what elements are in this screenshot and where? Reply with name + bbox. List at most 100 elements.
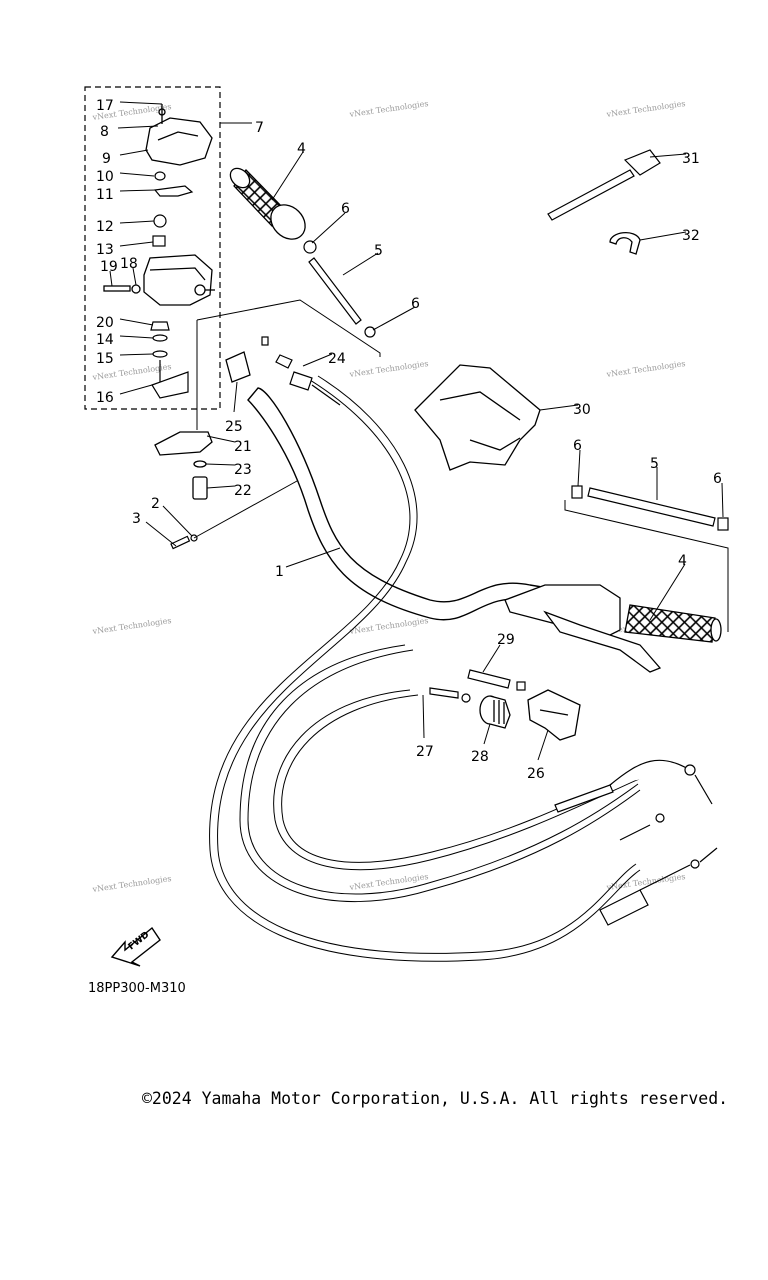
adjuster-knob xyxy=(479,695,511,729)
callout-leader xyxy=(132,267,137,286)
handlebar-cover xyxy=(414,364,541,471)
cable-clip xyxy=(609,232,641,255)
cable-boot xyxy=(225,351,251,383)
throttle-holder xyxy=(154,431,213,500)
callout-group: 1234455666678910111213141516171819202122… xyxy=(96,98,724,782)
watermark-text: vNext Technologies xyxy=(348,872,429,892)
callout-7: 7 xyxy=(255,120,264,136)
callout-leader xyxy=(342,252,379,276)
bracket-right xyxy=(564,500,729,632)
callout-leader xyxy=(372,306,416,331)
callout-18: 18 xyxy=(120,256,138,272)
watermark-text: vNext Technologies xyxy=(605,99,686,119)
callout-leader xyxy=(539,404,579,411)
callout-leader xyxy=(285,547,341,568)
right-bushing-left xyxy=(571,485,583,499)
callout-10: 10 xyxy=(96,169,114,185)
right-lever-assembly xyxy=(504,584,722,673)
callout-leader xyxy=(233,381,238,413)
cable-loops xyxy=(209,375,661,962)
throttle-small-parts xyxy=(152,171,194,247)
callout-11: 11 xyxy=(96,187,114,203)
callout-4: 4 xyxy=(297,141,306,157)
callout-leader xyxy=(162,505,193,537)
drawing-code: 18PP300-M310 xyxy=(88,981,186,996)
watermark-text: vNext Technologies xyxy=(348,359,429,379)
callout-leader xyxy=(119,353,154,356)
callout-leader xyxy=(649,153,687,158)
callout-30: 30 xyxy=(573,402,591,418)
callout-leader xyxy=(577,449,581,487)
callout-12: 12 xyxy=(96,219,114,235)
left-bushing-2 xyxy=(364,326,376,338)
callout-22: 22 xyxy=(234,483,252,499)
bracket-lines xyxy=(196,299,381,430)
throttle-lower-parts xyxy=(150,321,189,399)
callout-leader xyxy=(119,149,149,156)
throttle-assembly-box xyxy=(84,86,221,410)
cable-tie xyxy=(547,149,661,221)
callout-leader xyxy=(206,435,236,443)
callout-5: 5 xyxy=(650,456,659,472)
callout-leader xyxy=(483,723,491,745)
callout-1: 1 xyxy=(275,564,284,580)
watermark-text: vNext Technologies xyxy=(605,359,686,379)
cable-small-ends xyxy=(261,336,526,703)
callout-17: 17 xyxy=(96,98,114,114)
callout-leader xyxy=(311,212,346,244)
callout-leader xyxy=(482,644,501,673)
callout-21: 21 xyxy=(234,439,252,455)
callout-6: 6 xyxy=(713,471,722,487)
left-grip xyxy=(229,167,306,240)
callout-6: 6 xyxy=(573,438,582,454)
callout-leader xyxy=(206,485,236,489)
callout-leader xyxy=(537,729,549,761)
callout-leader xyxy=(119,318,154,326)
callout-24: 24 xyxy=(328,351,346,367)
callout-9: 9 xyxy=(102,151,111,167)
callout-29: 29 xyxy=(497,632,515,648)
callout-leader xyxy=(422,694,425,739)
callout-23: 23 xyxy=(234,462,252,478)
lever-cover xyxy=(527,689,581,741)
callout-25: 25 xyxy=(225,419,243,435)
callout-leader xyxy=(117,125,159,129)
callout-leader xyxy=(119,335,154,339)
callout-2: 2 xyxy=(151,496,160,512)
callout-20: 20 xyxy=(96,315,114,331)
callout-leader xyxy=(271,151,304,201)
callout-4: 4 xyxy=(678,553,687,569)
callout-leader xyxy=(109,270,113,287)
callout-32: 32 xyxy=(682,228,700,244)
watermark-text: vNext Technologies xyxy=(91,874,172,894)
cable-ends xyxy=(554,759,718,926)
right-bushing-right xyxy=(717,517,729,531)
callout-leader xyxy=(119,241,154,247)
callout-14: 14 xyxy=(96,332,114,348)
right-weight-rod xyxy=(587,487,716,527)
throttle-housing xyxy=(103,254,215,306)
callout-3: 3 xyxy=(132,511,141,527)
callout-leader xyxy=(119,101,163,105)
callout-5: 5 xyxy=(374,243,383,259)
small-screw xyxy=(170,534,198,550)
callout-leader xyxy=(119,189,157,192)
callout-leader xyxy=(119,172,155,177)
watermark-text: vNext Technologies xyxy=(605,872,686,892)
watermark-text: vNext Technologies xyxy=(348,99,429,119)
callout-26: 26 xyxy=(527,766,545,782)
callout-leader xyxy=(639,231,687,241)
callout-16: 16 xyxy=(96,390,114,406)
throttle-cover xyxy=(145,104,213,166)
left-bushing xyxy=(303,240,317,254)
callout-leader xyxy=(721,482,724,518)
callout-leader xyxy=(649,563,686,621)
callout-leader xyxy=(119,220,155,224)
callout-leader xyxy=(205,463,236,466)
callout-6: 6 xyxy=(411,296,420,312)
fwd-arrow: FWD xyxy=(110,926,161,967)
callout-13: 13 xyxy=(96,242,114,258)
callout-31: 31 xyxy=(682,151,700,167)
callout-19: 19 xyxy=(100,259,118,275)
